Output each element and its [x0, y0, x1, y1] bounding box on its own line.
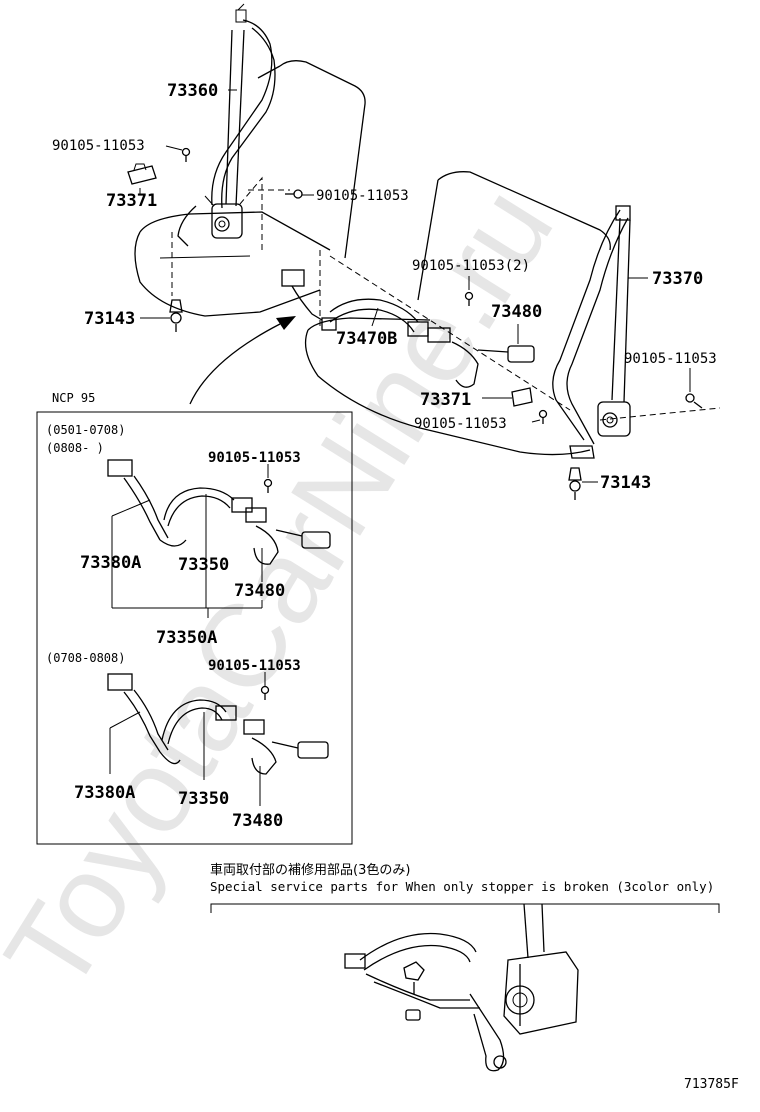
callout-73143-left: 73143 [84, 309, 135, 329]
bolt-73143-left [169, 299, 183, 332]
callout-90105-pair: 90105-11053(2) [412, 258, 530, 274]
callout-73143-right: 73143 [600, 473, 651, 493]
inset-lower-73380a: 73380A [74, 783, 135, 803]
callout-90105-left: 90105-11053 [52, 138, 145, 154]
inset-upper-73380a: 73380A [80, 553, 141, 573]
inset-upper-drawing [107, 459, 331, 618]
clip-73371-left [127, 163, 157, 185]
bolt-icons [181, 147, 703, 700]
inset-lower-drawing [107, 672, 329, 806]
drawing-number: 713785F [684, 1077, 739, 1092]
inset-frame [36, 411, 353, 845]
main-callouts: 73360 90105-11053 73371 90105-11053 7314… [52, 81, 717, 493]
inset-upper-73350: 73350 [178, 555, 229, 575]
callout-73371-right: 73371 [420, 390, 471, 410]
callout-73371-left: 73371 [106, 191, 157, 211]
inset-range-2: (0708-0808) [46, 651, 125, 665]
callout-73360: 73360 [167, 81, 218, 101]
inset-upper-bolt: 90105-11053 [208, 450, 301, 466]
service-bracket [210, 903, 720, 913]
inset-range-1b: (0808- ) [46, 441, 104, 455]
callout-90105-right: 90105-11053 [624, 351, 717, 367]
callout-90105-center: 90105-11053 [316, 188, 409, 204]
callout-90105-lower: 90105-11053 [414, 416, 507, 432]
service-note-japanese: 車両取付部の補修用部品(3色のみ) [210, 862, 410, 878]
right-seat-assembly [281, 171, 721, 500]
left-seat-assembly [134, 3, 366, 317]
service-parts-section: 車両取付部の補修用部品(3色のみ) Special service parts … [210, 862, 720, 1072]
service-note-english: Special service parts for When only stop… [210, 879, 714, 894]
callout-73480-main: 73480 [491, 302, 542, 322]
callout-73470b: 73470B [336, 329, 397, 349]
ncp95-inset: NCP 95 (0501-0708) (0808- ) [36, 391, 353, 845]
inset-range-1a: (0501-0708) [46, 423, 125, 437]
inset-lower-73480: 73480 [232, 811, 283, 831]
inset-upper-73480: 73480 [234, 581, 285, 601]
inset-lower-bolt: 90105-11053 [208, 658, 301, 674]
inset-upper-73350a: 73350A [156, 628, 217, 648]
inset-model-label: NCP 95 [52, 391, 95, 405]
pointer-arrow-head [276, 316, 296, 330]
callout-73370: 73370 [652, 269, 703, 289]
pointer-arrow [189, 323, 281, 405]
service-parts-drawing [344, 903, 579, 1072]
inset-lower-73350: 73350 [178, 789, 229, 809]
